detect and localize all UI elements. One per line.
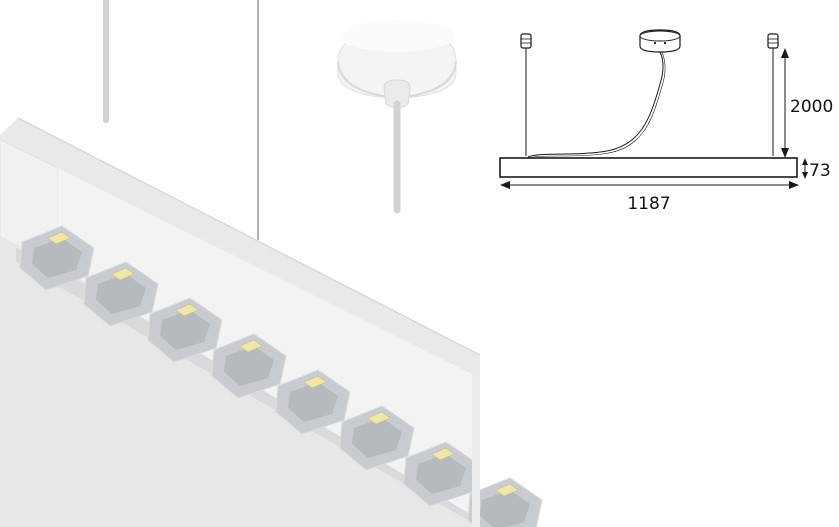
- housing-top: [0, 118, 480, 380]
- reflector-cell: [211, 333, 287, 399]
- feed-cable-inner: [529, 51, 666, 159]
- height-dimension: [802, 158, 808, 179]
- length-dimension: [500, 181, 799, 189]
- housing-cut-edge: [472, 374, 480, 527]
- reflector-cell: [147, 297, 223, 363]
- wire-anchor-left-icon: [520, 33, 532, 156]
- reflector-cell: [19, 225, 95, 291]
- led-chip: [367, 411, 391, 425]
- feed-cable: [527, 51, 664, 158]
- ceiling-canopy-icon: [337, 20, 457, 109]
- reflector-cell: [275, 369, 351, 435]
- led-chip: [495, 483, 519, 497]
- reflector-cell: [467, 477, 543, 527]
- reflector-row: [19, 225, 543, 527]
- height-label: 73: [809, 161, 831, 181]
- led-chip: [431, 447, 455, 461]
- reflector-cell: [83, 261, 159, 327]
- led-chip: [303, 375, 327, 389]
- wire-anchor-right-icon: [767, 33, 779, 156]
- led-chip: [111, 267, 135, 281]
- reflector-cell: [339, 405, 415, 471]
- suspension-dimension: [781, 48, 789, 158]
- housing-edge: [17, 117, 481, 356]
- luminaire-photo: [0, 0, 543, 527]
- led-chip: [175, 303, 199, 317]
- length-label: 1187: [627, 194, 670, 214]
- led-chip: [239, 339, 263, 353]
- suspension-label: 2000: [790, 97, 833, 117]
- canopy-icon: [639, 29, 681, 53]
- dimension-drawing: 1187 2000 73: [499, 29, 833, 214]
- reflector-cell: [403, 441, 479, 507]
- led-chip: [47, 231, 71, 245]
- luminaire-body: [499, 157, 798, 178]
